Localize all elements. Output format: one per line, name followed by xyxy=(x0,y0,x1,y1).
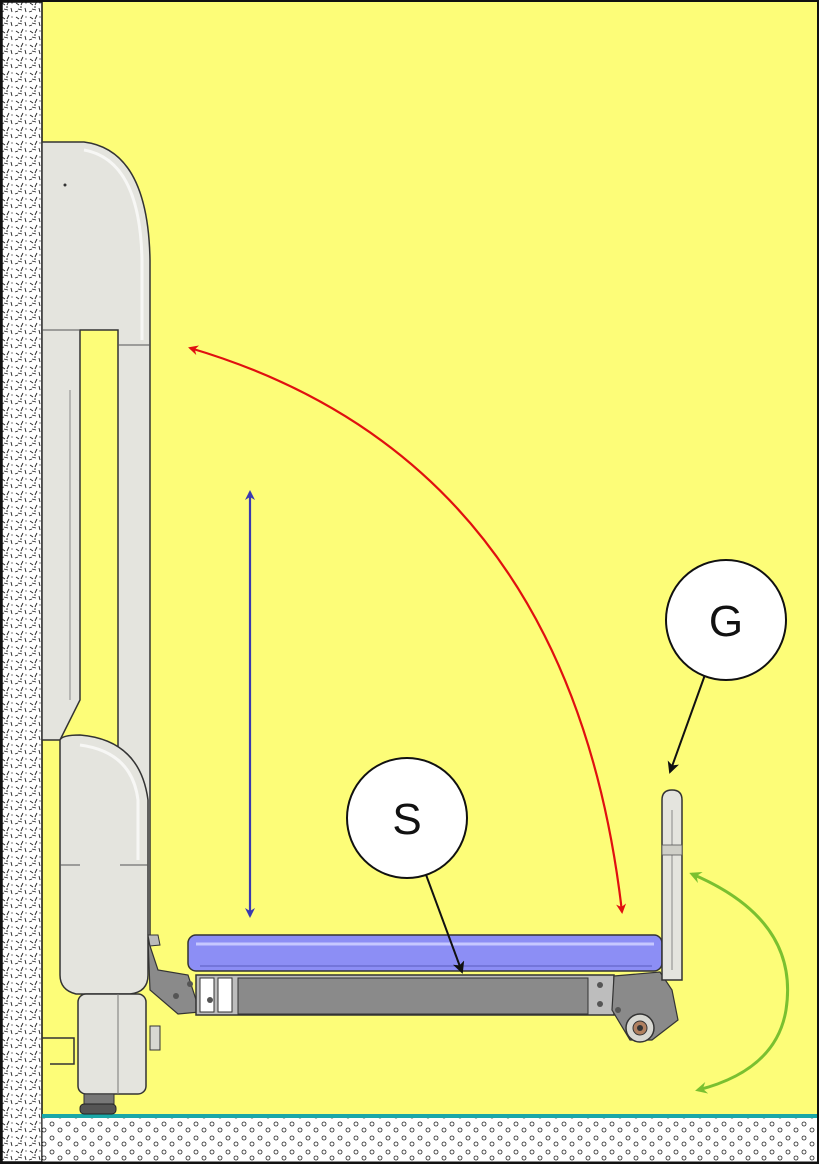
callout-seat-label: S xyxy=(392,795,421,844)
guard-rail xyxy=(611,789,683,1043)
callout-seat: S xyxy=(346,757,468,974)
guard-arrow xyxy=(689,872,790,1094)
callout-guard-leader xyxy=(667,671,707,774)
support-column xyxy=(42,993,161,1115)
callout-guard-label: G xyxy=(709,597,743,646)
callout-guard: G xyxy=(665,559,787,774)
fold-arrow xyxy=(188,345,627,914)
wall-unit-lower xyxy=(59,734,149,995)
callout-circle xyxy=(346,757,468,879)
seat-bracket xyxy=(147,934,201,1015)
callout-seat-leader xyxy=(424,871,465,974)
floor-hatch xyxy=(41,1115,819,1163)
wall-hatch xyxy=(1,1,43,1163)
seat-pad xyxy=(187,934,663,972)
wall-unit-upper xyxy=(41,141,151,946)
seat-frame xyxy=(195,974,615,1016)
callout-circle xyxy=(665,559,787,681)
